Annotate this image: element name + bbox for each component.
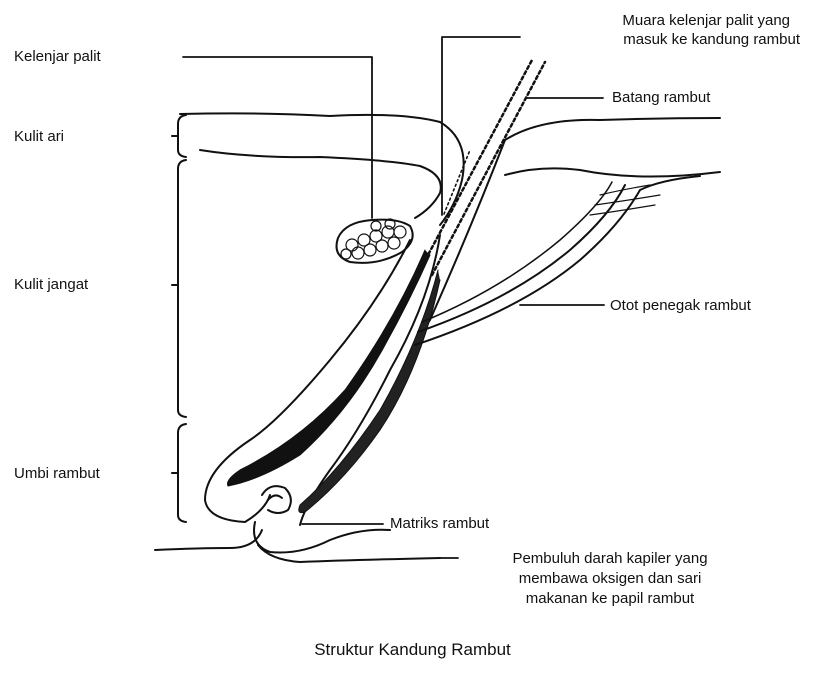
bracket-kulit-ari <box>178 115 186 157</box>
label-muara-line1: Muara kelenjar palit yang <box>520 12 790 30</box>
dermis-bottom <box>155 530 262 550</box>
bracket-umbi-rambut <box>178 424 186 522</box>
hair-shaft-2 <box>432 62 545 275</box>
label-muara-line2: masuk ke kandung rambut <box>520 31 800 49</box>
papilla <box>262 486 291 513</box>
label-umbi-rambut: Umbi rambut <box>14 465 100 483</box>
hair-root-dark-2 <box>299 270 440 513</box>
label-batang-rambut: Batang rambut <box>612 89 710 107</box>
bracket-kulit-jangat <box>178 160 186 417</box>
bulb-bottom <box>254 522 390 553</box>
label-kulit-jangat: Kulit jangat <box>14 276 88 294</box>
follicle-opening <box>180 113 464 225</box>
label-pembuluh-line3: makanan ke papil rambut <box>440 590 780 608</box>
label-kulit-ari: Kulit ari <box>14 128 64 146</box>
hair-root-dark-1 <box>228 250 431 486</box>
right-skin-top <box>505 118 720 140</box>
label-matriks-rambut: Matriks rambut <box>390 515 489 533</box>
label-pembuluh-line1: Pembuluh darah kapiler yang <box>440 550 780 568</box>
label-otot-penegak: Otot penegak rambut <box>610 297 751 315</box>
label-pembuluh-line2: membawa oksigen dan sari <box>440 570 780 588</box>
leader-kelenjar-palit <box>183 57 372 218</box>
hair-shaft-1 <box>420 60 532 270</box>
leader-muara <box>442 37 520 215</box>
capillary <box>258 545 440 562</box>
diagram-title: Struktur Kandung Rambut <box>0 640 825 660</box>
right-skin-lower <box>505 168 720 176</box>
skin-surface <box>200 150 441 218</box>
label-kelenjar-palit: Kelenjar palit <box>14 48 101 66</box>
